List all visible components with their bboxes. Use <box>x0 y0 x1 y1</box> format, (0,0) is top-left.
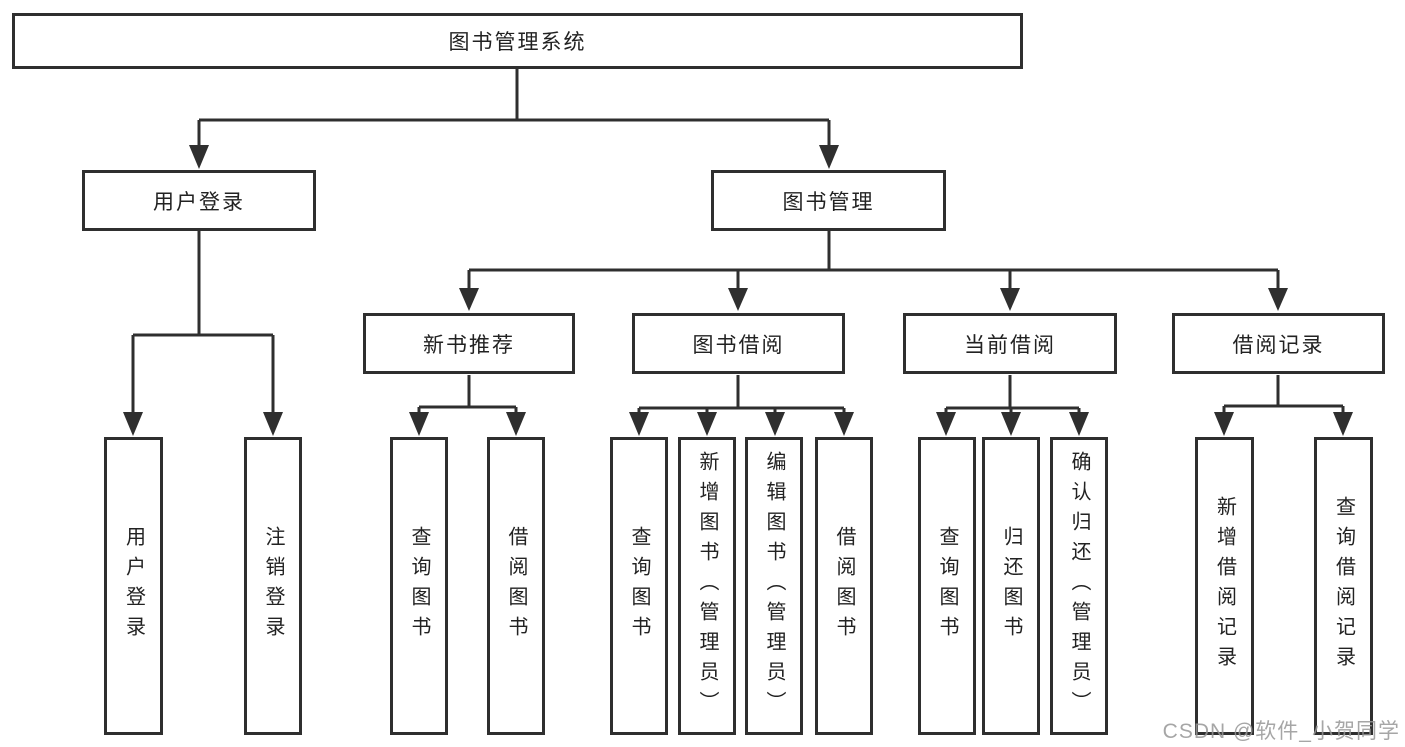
leaf-label: 归还图书 <box>1000 526 1022 646</box>
node-label: 借阅记录 <box>1232 333 1325 357</box>
leaf-label: 查询图书 <box>628 526 650 646</box>
csdn-watermark: CSDN @软件_小贺同学 <box>1162 720 1400 743</box>
leaf-label: 注销登录 <box>262 526 284 646</box>
node-borrowing-records: 借阅记录 <box>1172 313 1385 374</box>
node-label: 用户登录 <box>153 190 245 214</box>
leaf-user-login: 用户登录 <box>104 437 163 735</box>
node-library-management-system: 图书管理系统 <box>12 13 1023 69</box>
leaf-label: 确认归还（管理员） <box>1068 451 1090 721</box>
leaf-add-books-admin: 新增图书（管理员） <box>678 437 736 735</box>
leaf-return-books: 归还图书 <box>982 437 1040 735</box>
node-label: 当前借阅 <box>964 333 1056 357</box>
leaf-query-books-current: 查询图书 <box>918 437 976 735</box>
leaf-edit-books-admin: 编辑图书（管理员） <box>745 437 803 735</box>
leaf-label: 查询图书 <box>408 526 430 646</box>
leaf-logout: 注销登录 <box>244 437 302 735</box>
node-label: 图书借阅 <box>692 333 785 357</box>
leaf-query-borrow-record: 查询借阅记录 <box>1314 437 1373 735</box>
leaf-label: 查询图书 <box>936 526 958 646</box>
node-book-borrowing: 图书借阅 <box>632 313 845 374</box>
node-user-login-module: 用户登录 <box>82 170 316 231</box>
leaf-label: 用户登录 <box>122 526 145 646</box>
leaf-query-books-borrowing: 查询图书 <box>610 437 668 735</box>
node-label: 图书管理 <box>782 190 875 214</box>
leaf-label: 新增图书（管理员） <box>696 451 718 721</box>
leaf-query-books-recommend: 查询图书 <box>390 437 448 735</box>
leaf-label: 借阅图书 <box>505 526 527 646</box>
node-new-book-recommendation: 新书推荐 <box>363 313 575 374</box>
leaf-add-borrow-record: 新增借阅记录 <box>1195 437 1254 735</box>
leaf-label: 查询借阅记录 <box>1332 496 1355 676</box>
node-book-management-module: 图书管理 <box>711 170 946 231</box>
leaf-label: 借阅图书 <box>833 526 855 646</box>
leaf-borrow-books-recommend: 借阅图书 <box>487 437 545 735</box>
leaf-confirm-return-admin: 确认归还（管理员） <box>1050 437 1108 735</box>
leaf-label: 编辑图书（管理员） <box>763 451 785 721</box>
node-label: 新书推荐 <box>423 333 515 357</box>
leaf-label: 新增借阅记录 <box>1213 496 1236 676</box>
node-label: 图书管理系统 <box>448 31 587 54</box>
leaf-borrow-books: 借阅图书 <box>815 437 873 735</box>
node-current-borrowing: 当前借阅 <box>903 313 1117 374</box>
